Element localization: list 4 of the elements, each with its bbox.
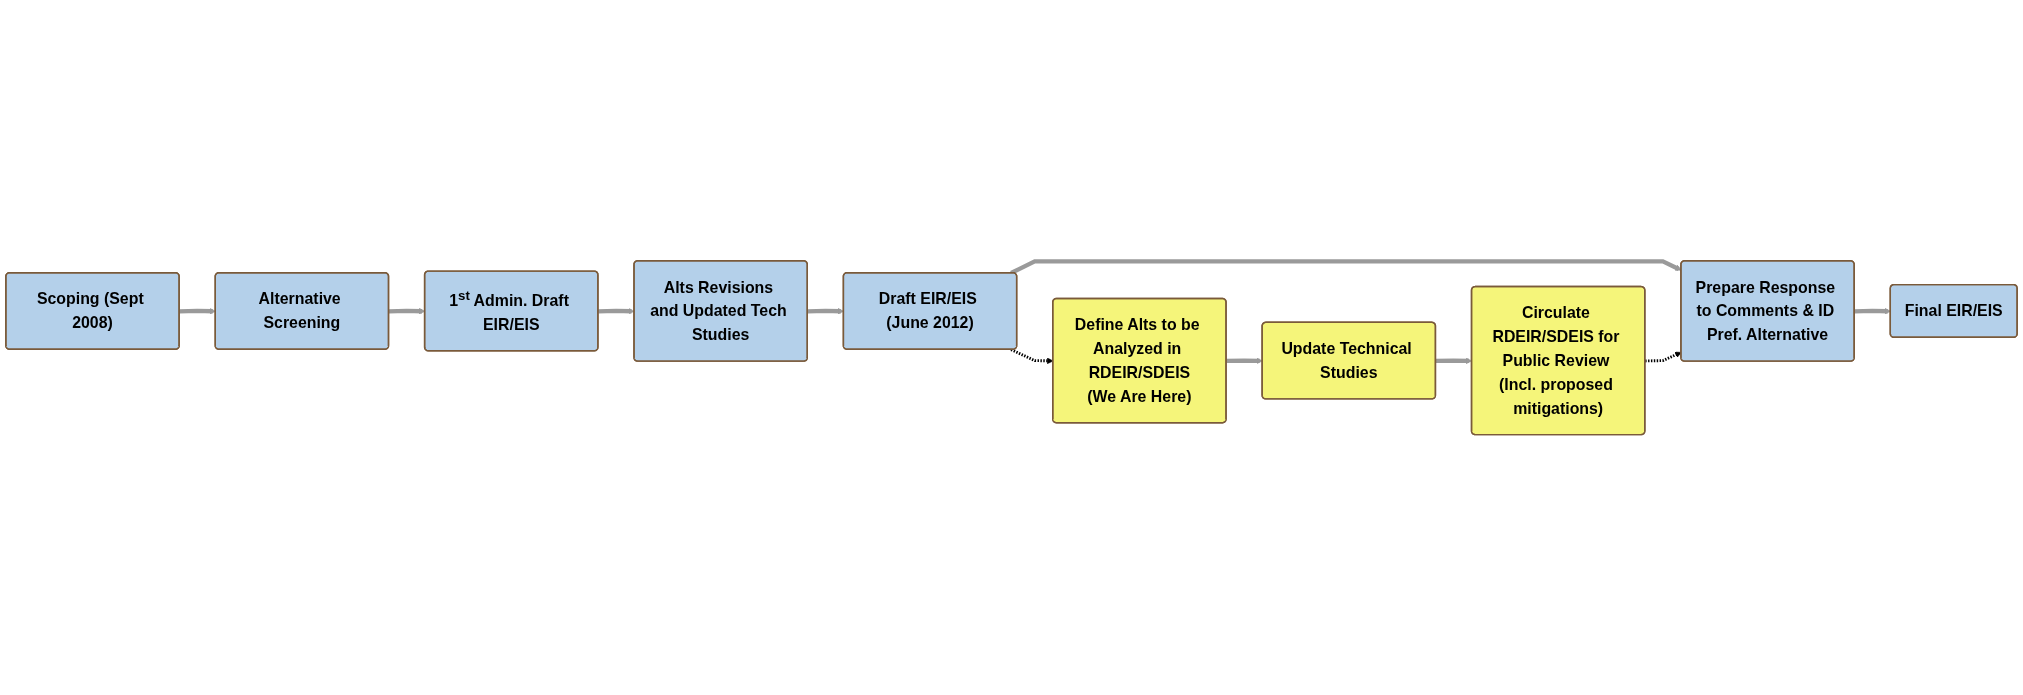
- arrow: [179, 307, 216, 315]
- arrow: [1226, 357, 1263, 364]
- arrow: [598, 307, 635, 315]
- arrow: [1854, 307, 1891, 315]
